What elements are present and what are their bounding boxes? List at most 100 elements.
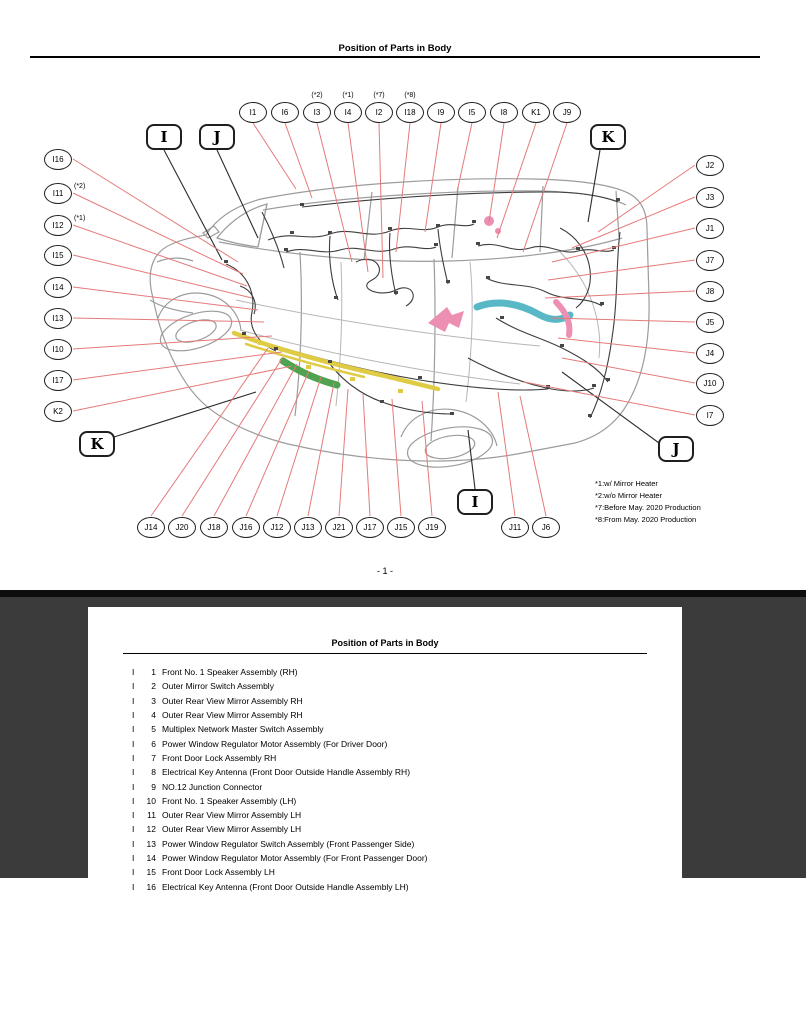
callout-i4: I4: [334, 101, 362, 123]
part-description: Power Window Regulator Switch Assembly (…: [162, 838, 415, 849]
callout-i3: I3: [303, 101, 331, 123]
parts-list-title: Position of Parts in Body: [331, 638, 439, 648]
part-description: Power Window Regulator Motor Assembly (F…: [162, 853, 428, 863]
page-1[interactable]: Position of Parts in Body: [0, 0, 806, 590]
callout-j7: J7: [696, 249, 724, 271]
part-row: I 1 Front No. 1 Speaker Assembly (RH): [88, 665, 682, 679]
section-label-j-4: J: [658, 436, 694, 462]
parts-list-rule: [123, 653, 647, 654]
callout-i10: I10: [44, 338, 72, 360]
part-description: Front Door Lock Assembly LH: [162, 867, 275, 878]
footnote-line: *2:w/o Mirror Heater: [595, 491, 663, 500]
callout-i13: I13: [44, 307, 72, 329]
callout-j16: J16: [232, 516, 260, 538]
part-group: I: [132, 824, 135, 835]
section-label-i-0: I: [146, 124, 182, 150]
part-group: I: [132, 781, 135, 792]
callout-j9: J9: [553, 101, 581, 123]
footnote-line: *1:w/ Mirror Heater: [595, 479, 658, 488]
callout-j15: J15: [387, 516, 415, 538]
section-label-j-1: J: [199, 124, 235, 150]
callout-i2: I2: [365, 101, 393, 123]
part-row: I 9 NO.12 Junction Connector: [88, 779, 682, 793]
part-group: I: [132, 724, 135, 735]
wiring-harness: [225, 191, 621, 419]
part-number: 15: [146, 867, 156, 878]
callout-j8: J8: [696, 280, 724, 302]
part-number: 2: [151, 681, 156, 692]
callout-i1: I1: [239, 101, 267, 123]
callout-i16: I16: [44, 148, 72, 170]
callout-i6: I6: [271, 101, 299, 123]
colored-harness-segments: [231, 216, 574, 392]
callout-k2: K2: [44, 400, 72, 422]
part-description: Front No. 1 Speaker Assembly (LH): [162, 795, 297, 806]
vehicle-outline: [149, 178, 650, 468]
part-description: Outer Rear View Mirror Assembly LH: [162, 824, 302, 835]
part-number: 6: [151, 738, 156, 749]
part-group: I: [132, 795, 135, 806]
callout-j2: J2: [696, 154, 724, 176]
callout-j13: J13: [294, 516, 322, 538]
callout-j11: J11: [501, 516, 529, 538]
part-description: Outer Mirror Switch Assembly: [162, 681, 274, 692]
part-number: 4: [151, 710, 156, 721]
part-group: I: [132, 667, 135, 678]
part-description: Front No. 1 Speaker Assembly (RH): [162, 667, 298, 678]
callout-i17: I17: [44, 369, 72, 391]
callout-leader-lines: [72, 122, 696, 517]
callout-j12: J12: [263, 516, 291, 538]
callout-i18: I18: [396, 101, 424, 123]
part-number: 5: [151, 724, 156, 735]
part-number: 10: [146, 795, 156, 806]
part-number: 13: [146, 838, 156, 849]
part-row: I 10 Front No. 1 Speaker Assembly (LH): [88, 794, 682, 808]
callout-i15: I15: [44, 244, 72, 266]
section-label-lines: [113, 149, 660, 490]
section-label-k-2: K: [590, 124, 626, 150]
part-description: Multiplex Network Master Switch Assembly: [162, 724, 324, 735]
part-group: I: [132, 752, 135, 763]
part-description: Power Window Regulator Motor Assembly (F…: [162, 738, 388, 749]
callout-j18: J18: [200, 516, 228, 538]
part-description: Outer Rear View Mirror Assembly LH: [162, 810, 302, 821]
part-description: Electrical Key Antenna (Front Door Outsi…: [162, 881, 409, 892]
part-group: I: [132, 853, 135, 863]
page-number: - 1 -: [376, 566, 393, 576]
part-number: 9: [151, 781, 156, 792]
section-label-i-5: I: [457, 489, 493, 515]
callout-j20: J20: [168, 516, 196, 538]
part-number: 11: [147, 810, 156, 821]
part-group: I: [132, 867, 135, 878]
callout-i14: I14: [44, 276, 72, 298]
part-number: 1: [151, 667, 156, 678]
part-number: 7: [151, 752, 156, 763]
callout-note: (*1): [342, 92, 354, 99]
callout-j19: J19: [418, 516, 446, 538]
callout-j3: J3: [696, 186, 724, 208]
part-description: Outer Rear View Mirror Assembly RH: [162, 695, 303, 706]
part-row: I 5 Multiplex Network Master Switch Assemb…: [88, 722, 682, 736]
callout-j14: J14: [137, 516, 165, 538]
part-description: NO.12 Junction Connector: [162, 781, 263, 792]
part-group: I: [132, 881, 135, 892]
footnote-line: *7:Before May. 2020 Production: [595, 503, 701, 512]
part-group: I: [132, 767, 135, 778]
callout-i9: I9: [427, 101, 455, 123]
page-title: Position of Parts in Body: [338, 43, 452, 54]
callout-j21: J21: [325, 516, 353, 538]
part-row: I 15 Front Door Lock Assembly LH: [88, 865, 682, 879]
callout-j10: J10: [696, 372, 724, 394]
callout-i5: I5: [458, 101, 486, 123]
